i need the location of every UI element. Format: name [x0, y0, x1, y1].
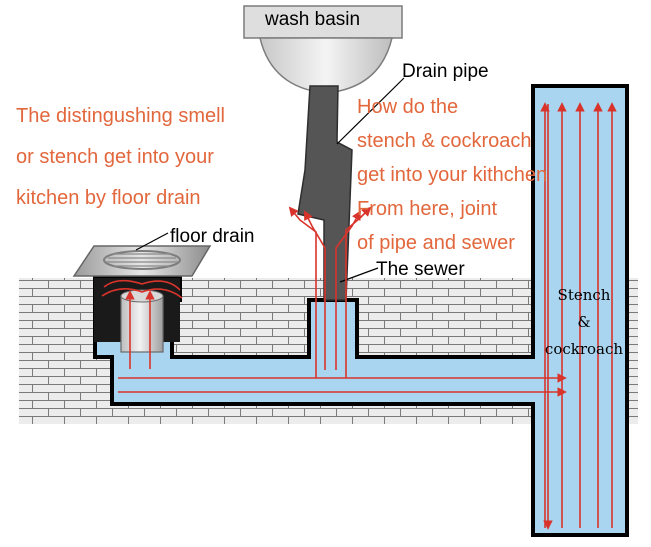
flow-arrow [335, 210, 361, 370]
floor-drain-flow-loop [101, 279, 183, 299]
right-annotation-line: get into your kithchen [357, 164, 548, 186]
leader-drain-pipe [336, 77, 405, 145]
floor-drain-ring [103, 250, 181, 270]
stench-cockroach-line: Stench [557, 286, 611, 304]
left-annotation-line: or stench get into your [16, 146, 214, 168]
floor-drain-grate [72, 245, 212, 277]
drain-pipe [297, 85, 353, 301]
right-annotation-line: stench & cockroach [357, 130, 532, 152]
flow-arrow [288, 206, 317, 378]
right-annotation-line: How do the [357, 96, 459, 118]
stench-cockroach-label: Stench & cockroach [536, 282, 632, 363]
floor-drain-trap-cup [120, 295, 164, 353]
right-annotation-line: From here, joint [357, 198, 498, 220]
stench-cockroach-line: & [577, 313, 591, 331]
stench-cockroach-line: cockroach [544, 340, 624, 358]
wash-basin-bowl [259, 37, 393, 94]
wash-basin-rim [243, 5, 403, 39]
left-annotation-line: The distingushing smell [16, 105, 225, 127]
flow-arrow [304, 210, 326, 370]
right-annotation: How do the stench & cockroach get into y… [357, 90, 547, 260]
right-annotation-line: of pipe and sewer [357, 232, 515, 254]
floor-drain-slots [106, 253, 178, 267]
leader-floor-drain [135, 232, 169, 251]
drain-pipe-label: Drain pipe [402, 61, 489, 82]
floor-drain-label: floor drain [170, 226, 255, 247]
flow-arrows [118, 102, 617, 530]
the-sewer-label: The sewer [376, 259, 465, 280]
left-annotation: The distingushing smell or stench get in… [16, 96, 225, 219]
left-annotation-line: kitchen by floor drain [16, 187, 201, 209]
wash-basin-label: wash basin [265, 9, 361, 30]
